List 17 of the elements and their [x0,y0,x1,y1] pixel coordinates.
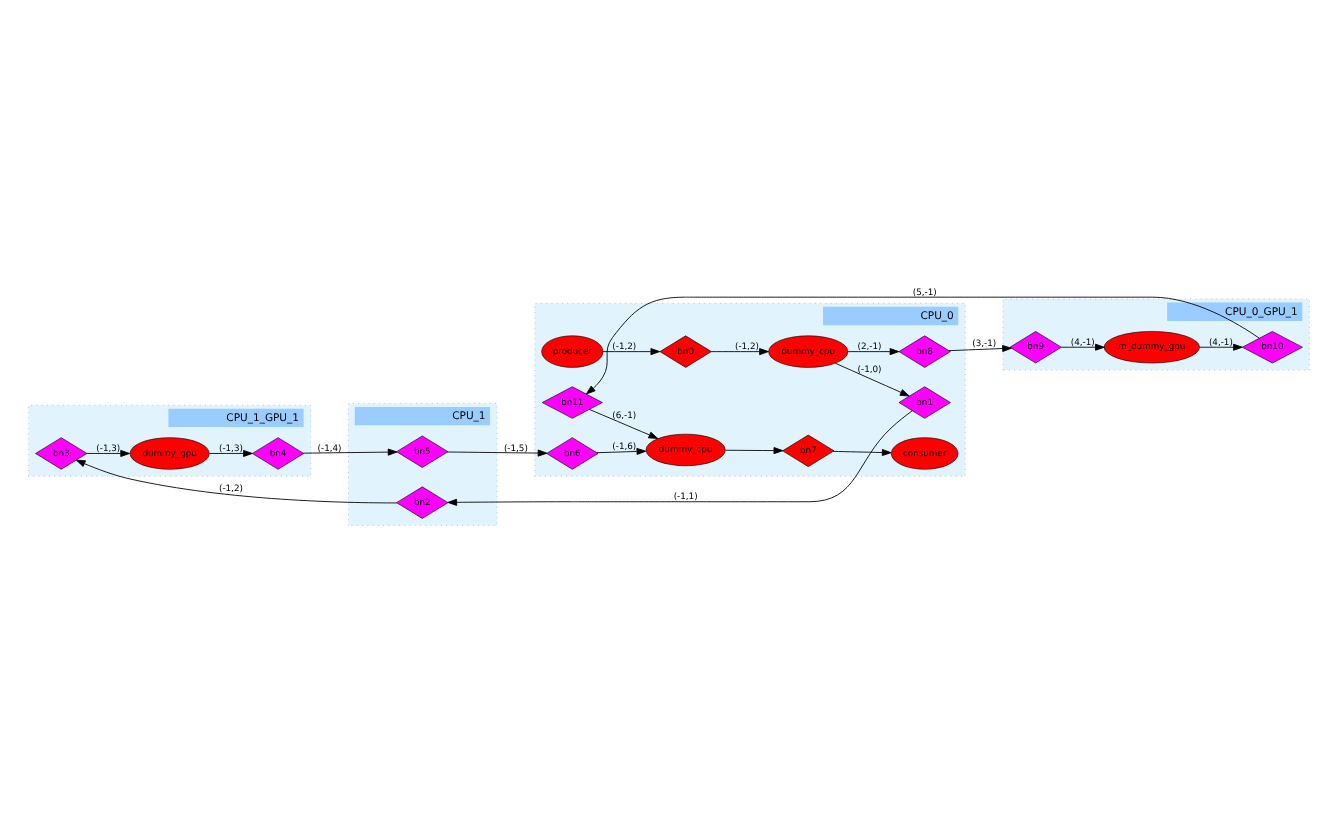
arrow [725,447,784,455]
arrow [585,296,1260,395]
arrow [1199,343,1243,351]
arrow [86,449,130,457]
arrow [832,449,892,456]
arrow [209,449,253,457]
arrow [447,410,913,506]
arrow [303,448,398,456]
arrow [948,345,1012,352]
arrow [75,459,398,504]
arrow [710,348,769,356]
arrow [588,409,659,439]
arrow [1060,343,1105,351]
arrow [835,362,910,397]
arrow [596,447,647,455]
arrow [602,348,661,356]
arrow [847,348,900,356]
